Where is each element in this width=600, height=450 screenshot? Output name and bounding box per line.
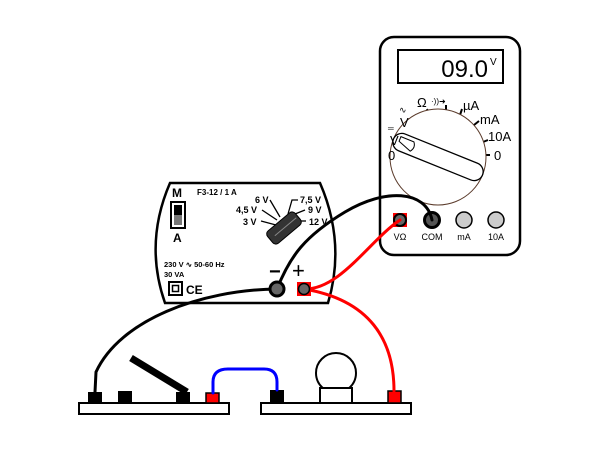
- voltage-7-5v: 7,5 V: [300, 195, 321, 205]
- dial-label-continuity-diode: ·))➜: [431, 97, 446, 106]
- switch-label-a: A: [173, 231, 182, 245]
- jack-label-v-ohm: VΩ: [394, 232, 407, 242]
- plus-label: +: [292, 258, 305, 283]
- ce-mark: CE: [186, 283, 203, 297]
- dial-label-zero-right: 0: [494, 148, 501, 163]
- voltage-3v: 3 V: [243, 217, 257, 227]
- display: [397, 49, 504, 84]
- wire-red-lamp: [302, 287, 396, 393]
- model-label: F3-12 / 1 A: [197, 188, 237, 197]
- dial-label-ohm: Ω: [417, 95, 427, 110]
- dial-label-zero-left: 0: [388, 148, 395, 163]
- input-voltage: 230 V: [164, 260, 184, 269]
- power-supply: M A F3-12 / 1 A 3 V 4,5 V 6 V 7,5 V 9 V …: [154, 181, 337, 305]
- dial-label-ma: mA: [480, 112, 500, 127]
- dial-pointer[interactable]: [390, 131, 486, 184]
- dial-label-dc-v: V: [390, 133, 399, 148]
- multimeter: 09.0 V 0 V ═ V ∿ Ω ·))➜ µA mA 10A 0 VΩ: [378, 35, 522, 257]
- power-rating: 30 VA: [164, 270, 185, 279]
- voltage-12v: 12 V: [309, 217, 328, 227]
- voltage-9v: 9 V: [308, 205, 322, 215]
- jack-label-ma: mA: [457, 232, 471, 242]
- terminal-minus[interactable]: [268, 280, 286, 298]
- jack-label-com: COM: [422, 232, 443, 242]
- display-value: 09.0: [441, 56, 488, 83]
- switch-board: [78, 355, 230, 415]
- dial-label-ac-v: V: [400, 115, 409, 130]
- wire-red-multimeter: [302, 218, 402, 291]
- wire-black-switch: [93, 287, 279, 394]
- switch-lever[interactable]: [129, 355, 189, 395]
- terminal-plus[interactable]: [297, 282, 311, 296]
- ac-symbol-icon: ∿: [399, 105, 407, 115]
- jack-10a[interactable]: [487, 211, 505, 229]
- dial-label-ua: µA: [463, 98, 479, 113]
- wire-blue: [211, 367, 279, 395]
- lamp-board: [260, 352, 412, 415]
- jack-label-10a: 10A: [488, 232, 504, 242]
- svg-text:230 V ∿ 50-60 Hz: 230 V ∿ 50-60 Hz: [164, 260, 225, 269]
- wire-black-com: [275, 194, 434, 291]
- voltage-4-5v: 4,5 V: [236, 205, 257, 215]
- voltage-6v: 6 V: [255, 195, 269, 205]
- switch-label-m: M: [172, 186, 182, 200]
- display-unit: V: [490, 57, 497, 68]
- jack-ma[interactable]: [455, 211, 473, 229]
- dc-symbol-icon: ═: [387, 124, 394, 133]
- input-frequency: 50-60 Hz: [194, 260, 225, 269]
- minus-label: −: [269, 261, 281, 283]
- voltage-selector-knob[interactable]: [265, 210, 303, 245]
- dial-label-10a: 10A: [488, 129, 511, 144]
